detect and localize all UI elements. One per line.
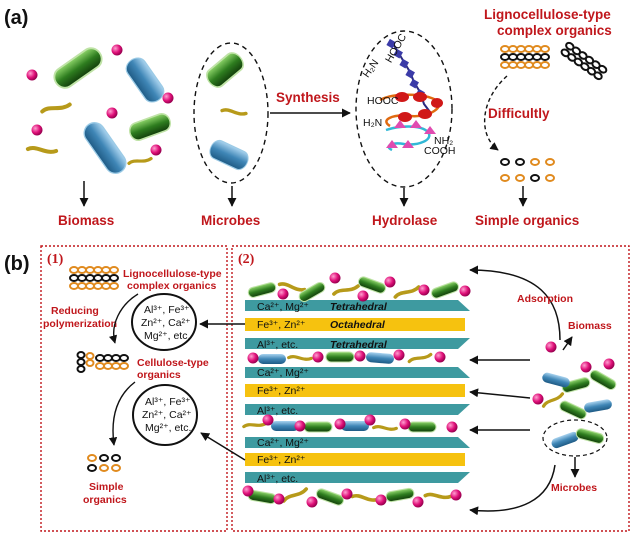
- layer2-fe-zn: Fe³⁺, Zn²⁺: [257, 385, 306, 397]
- layer1-tetrahedral-2: Tetrahedral: [330, 339, 388, 351]
- ions1-line3: Mg²⁺, etc.: [144, 330, 190, 342]
- sub-panel-2-label: (2): [238, 252, 255, 267]
- cooh-label: COOH: [424, 145, 456, 157]
- nh2-label: NH₂: [434, 135, 453, 147]
- reducing-line1: Reducing: [51, 305, 99, 317]
- microbes-b-label: Microbes: [551, 482, 597, 494]
- biomass-cluster: [25, 43, 174, 179]
- biomass-b-label: Biomass: [568, 320, 612, 332]
- cellulose-line1: Cellulose-type: [137, 357, 209, 369]
- simple-b-line2: organics: [83, 494, 127, 506]
- simple-organics-b-rings: [87, 454, 121, 472]
- adsorption-label: Adsorption: [517, 293, 573, 305]
- layer3-al-etc: Al³⁺, etc.: [257, 473, 298, 485]
- adsorption-arrow-top: [469, 265, 561, 341]
- lignocellulose-rings-b: [69, 266, 119, 290]
- microbes-cluster: [202, 48, 252, 173]
- ions2-line1: Al³⁺, Fe³⁺: [145, 396, 191, 408]
- h2n-mid-label: H₂N: [363, 117, 382, 129]
- microbes-label: Microbes: [201, 213, 260, 228]
- lignocellulose-title-line1: Lignocellulose-type: [484, 7, 611, 22]
- layer1-al-etc: Al³⁺, etc.: [257, 339, 298, 351]
- lignocellulose-rings: [500, 41, 608, 81]
- sub-panel-2-box: [231, 245, 630, 532]
- simple-b-line1: Simple: [89, 481, 124, 493]
- ion-cluster-1: [131, 293, 197, 351]
- clay-layers: [245, 300, 470, 483]
- cellulose-line2: organics: [137, 369, 181, 381]
- layer1-octahedral: Octahedral: [330, 319, 386, 331]
- hydrolase-label: Hydrolase: [372, 213, 438, 228]
- ions1-line1: Al³⁺, Fe³⁺: [144, 304, 190, 316]
- layer2-ca-mg: Ca²⁺, Mg²⁺: [257, 367, 309, 379]
- layer1-fe-zn: Fe³⁺, Zn²⁺: [257, 319, 306, 331]
- h2n-top-label: H₂N: [360, 57, 381, 80]
- ion-cluster-2: [132, 384, 198, 446]
- biomass-label: Biomass: [58, 213, 114, 228]
- layer2-al-etc: Al³⁺, etc.: [257, 405, 298, 417]
- microbes-b-cluster: [550, 427, 606, 450]
- hydrolase-ellipse: [355, 30, 453, 188]
- panel-a-label: (a): [4, 7, 28, 29]
- microbes-b-ellipse: [542, 419, 608, 457]
- simple-organics-rings: [500, 158, 555, 182]
- panel-b-label: (b): [4, 253, 30, 275]
- synthesis-label: Synthesis: [276, 90, 340, 105]
- layer3-ca-mg: Ca²⁺, Mg²⁺: [257, 437, 309, 449]
- simple-organics-label: Simple organics: [475, 213, 579, 228]
- hooc-mid-label: HOOC: [367, 95, 399, 107]
- lignocellulose-b-line2: complex organics: [127, 280, 216, 292]
- layer3-fe-zn: Fe³⁺, Zn²⁺: [257, 454, 306, 466]
- difficultly-arrow: [484, 75, 508, 151]
- hydrolase-enzyme: HOOC H₂N HOOC H₂N NH₂ COOH: [360, 31, 455, 157]
- sub-panel-1-box: [40, 245, 228, 532]
- reducing-line2: polymerization: [43, 318, 117, 330]
- difficultly-label: Difficultly: [488, 106, 550, 121]
- ions2-line2: Zn²⁺, Ca²⁺: [142, 409, 192, 421]
- layer1-ca-mg: Ca²⁺, Mg²⁺: [257, 301, 309, 313]
- lignocellulose-title-line2: complex organics: [497, 23, 612, 38]
- sub-panel-1-label: (1): [47, 252, 64, 267]
- ions1-line2: Zn²⁺, Ca²⁺: [141, 317, 191, 329]
- lignocellulose-b-line1: Lignocellulose-type: [123, 268, 222, 280]
- layer1-tetrahedral: Tetrahedral: [330, 301, 388, 313]
- cellulose-rings: [76, 351, 129, 373]
- free-biomass-cluster: [532, 341, 619, 421]
- microbes-ellipse: [193, 42, 269, 184]
- ions2-line3: Mg²⁺, etc.: [145, 422, 191, 434]
